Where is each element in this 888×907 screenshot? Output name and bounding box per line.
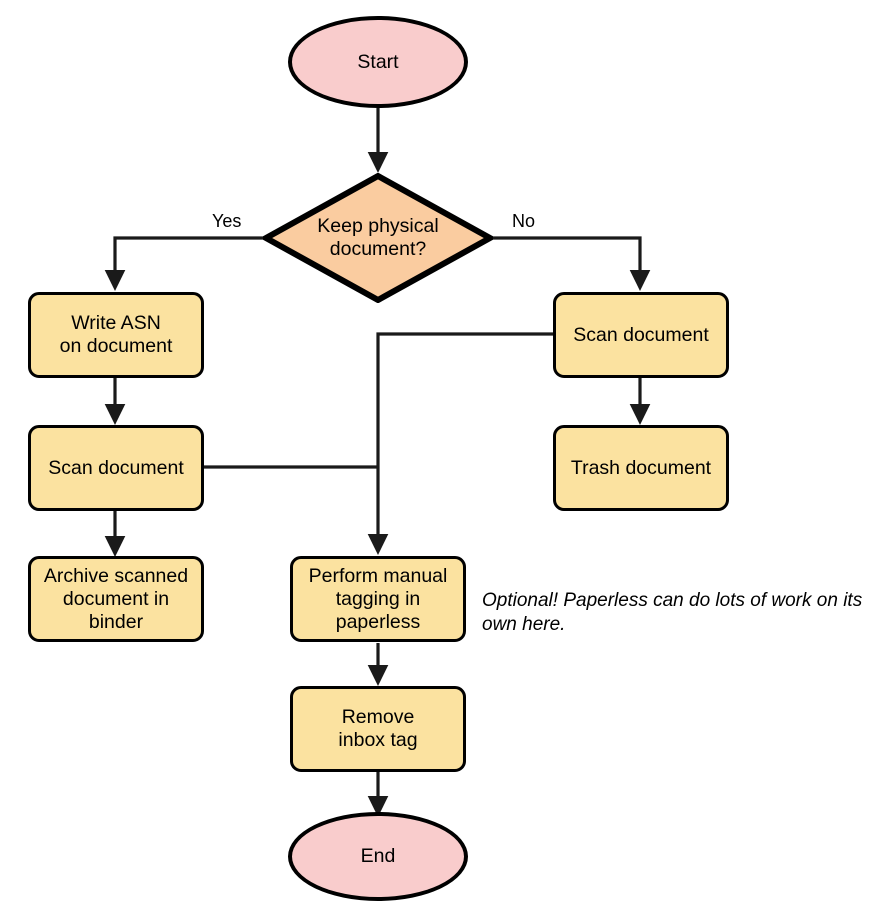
node-write-asn-label: Write ASN on document: [59, 312, 173, 357]
diamond-shape: [263, 173, 493, 303]
node-manual-tagging[interactable]: Perform manual tagging in paperless: [290, 556, 466, 642]
node-scan-document-left[interactable]: Scan document: [28, 425, 204, 511]
edge-label-no-text: No: [512, 211, 536, 231]
annotation-optional-note: Optional! Paperless can do lots of work …: [482, 589, 882, 638]
annotation-optional-note-text: Optional! Paperless can do lots of work …: [482, 590, 863, 636]
node-remove-inbox-tag-label: Remove inbox tag: [338, 706, 418, 751]
node-scan-document-right[interactable]: Scan document: [553, 292, 729, 378]
node-trash-document[interactable]: Trash document: [553, 425, 729, 511]
node-archive-in-binder-label: Archive scanned document in binder: [43, 564, 189, 633]
edge-label-yes-text: Yes: [212, 211, 242, 231]
node-start-label: Start: [357, 50, 399, 73]
node-remove-inbox-tag[interactable]: Remove inbox tag: [290, 686, 466, 772]
edge-scan-right-to-tagging: [367, 332, 553, 555]
edge-label-yes: Yes: [209, 211, 245, 232]
edge-label-no: No: [509, 211, 539, 232]
node-decision-keep-physical-document[interactable]: Keep physical document?: [263, 173, 493, 303]
node-scan-document-right-label: Scan document: [573, 323, 709, 346]
node-manual-tagging-label: Perform manual tagging in paperless: [308, 564, 448, 633]
node-trash-document-label: Trash document: [570, 456, 712, 479]
edge-decision-no-to-scan-right: [493, 236, 651, 291]
node-end-label: End: [360, 845, 396, 867]
node-end[interactable]: End: [288, 812, 468, 901]
edge-decision-yes-to-write-asn: [104, 236, 263, 291]
node-decision-label: Keep physical document?: [317, 215, 439, 260]
node-write-asn[interactable]: Write ASN on document: [28, 292, 204, 378]
node-scan-document-left-label: Scan document: [48, 456, 184, 479]
node-start[interactable]: Start: [288, 16, 468, 108]
node-archive-in-binder[interactable]: Archive scanned document in binder: [28, 556, 204, 642]
